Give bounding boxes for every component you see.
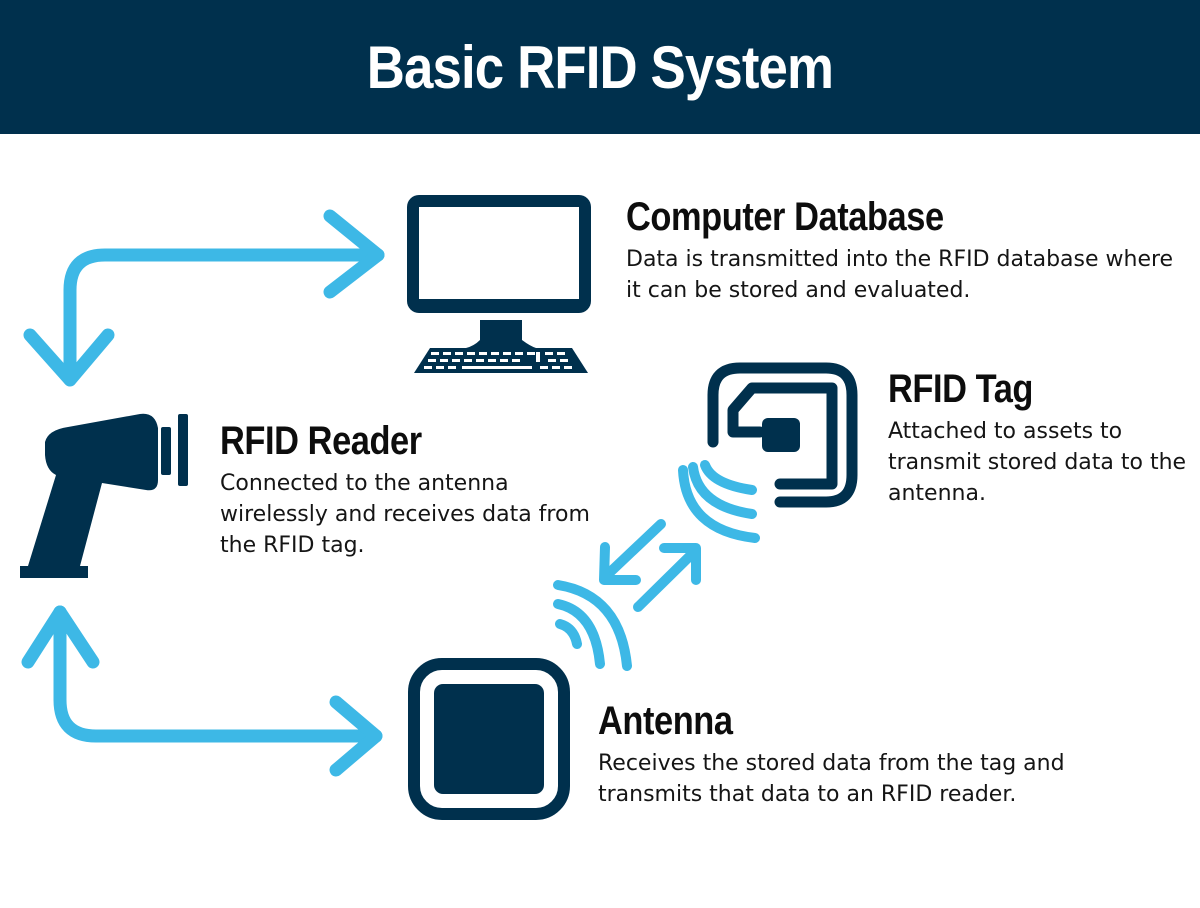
rfid-reader-title: RFID Reader — [220, 419, 422, 463]
antenna-section: Antenna Receives the stored data from th… — [598, 698, 1158, 810]
arrow-line — [63, 248, 385, 382]
arrow-head-right-icon — [329, 695, 383, 777]
tag-signal-waves-icon — [678, 460, 760, 543]
arrow-head-right-icon — [323, 209, 385, 299]
page-title: Basic RFID System — [366, 33, 834, 101]
computer-database-description: Data is transmitted into the RFID databa… — [626, 247, 1174, 303]
rfid-tag-title: RFID Tag — [888, 367, 1033, 411]
arrow-head-up-right-icon — [659, 543, 701, 585]
arrow-head-down-icon — [23, 328, 115, 387]
arrow-reader-antenna — [21, 605, 383, 777]
desktop-computer-icon — [407, 195, 591, 373]
rfid-reader-section: RFID Reader Connected to the antenna wir… — [220, 418, 600, 561]
arrow-line — [53, 605, 383, 743]
computer-database-title: Computer Database — [626, 195, 944, 239]
antenna-icon — [408, 658, 570, 820]
rfid-tag-section: RFID Tag Attached to assets to transmit … — [888, 366, 1188, 509]
computer-database-section: Computer Database Data is transmitted in… — [626, 194, 1186, 306]
arrow-line — [633, 547, 699, 612]
rfid-reader-description: Connected to the antenna wirelessly and … — [220, 471, 590, 558]
arrow-antenna-tag — [599, 519, 701, 612]
arrow-head-down-left-icon — [599, 542, 641, 585]
barcode-scanner-icon — [20, 413, 188, 578]
arrow-reader-computer — [23, 209, 385, 387]
antenna-signal-waves-icon — [553, 580, 632, 671]
rfid-tag-description: Attached to assets to transmit stored da… — [888, 419, 1187, 506]
rfid-tag-icon — [707, 362, 858, 508]
arrow-head-up-icon — [21, 605, 100, 669]
antenna-title: Antenna — [598, 699, 733, 743]
header-banner: Basic RFID System — [0, 0, 1200, 134]
antenna-description: Receives the stored data from the tag an… — [598, 751, 1065, 807]
arrow-line — [600, 519, 666, 582]
